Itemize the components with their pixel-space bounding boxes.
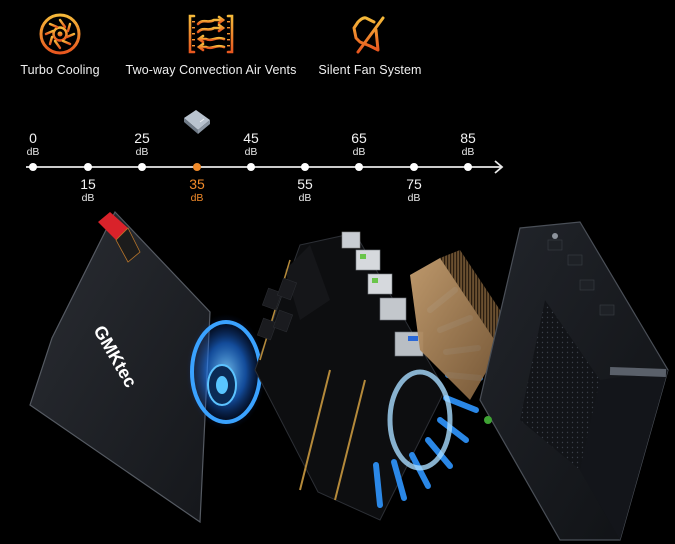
scale-tick: 65 dB xyxy=(339,131,379,158)
tick-value: 45 xyxy=(243,130,259,146)
scale-tick: 55 dB xyxy=(285,177,325,204)
tick-unit: dB xyxy=(135,146,149,158)
turbo-fan-icon xyxy=(39,13,81,55)
scale-dot-45 xyxy=(247,163,255,171)
feature-air-vents: Two-way Convection Air Vents xyxy=(116,12,306,77)
speaker-muted-icon xyxy=(352,16,385,54)
scale-dot-35-active xyxy=(193,163,201,171)
io-ports xyxy=(341,231,424,357)
tick-unit: dB xyxy=(244,146,258,158)
tick-value: 0 xyxy=(29,130,37,146)
tick-unit: dB xyxy=(81,192,95,204)
mini-pc-thumbnail-icon xyxy=(184,110,210,134)
scale-tick: 75 dB xyxy=(394,177,434,204)
scale-dot-0 xyxy=(29,163,37,171)
tick-value: 65 xyxy=(351,130,367,146)
tick-value: 25 xyxy=(134,130,150,146)
scale-tick: 15 dB xyxy=(68,177,108,204)
scale-dot-55 xyxy=(301,163,309,171)
fan-ring-glow xyxy=(387,369,453,471)
scale-axis-line xyxy=(26,160,504,174)
feature-label: Two-way Convection Air Vents xyxy=(125,63,297,77)
arrow-right-icon xyxy=(494,160,504,174)
chassis-case xyxy=(479,221,669,541)
tick-value: 15 xyxy=(80,176,96,192)
feature-silent-fan: Silent Fan System xyxy=(312,12,428,77)
exploded-product-view: GMKtec xyxy=(29,210,669,541)
scale-tick: 85 dB xyxy=(448,131,488,158)
tick-unit: dB xyxy=(26,146,40,158)
feature-turbo-cooling: Turbo Cooling xyxy=(14,12,106,77)
tick-unit: dB xyxy=(298,192,312,204)
tick-unit: dB xyxy=(407,192,421,204)
scale-dot-15 xyxy=(84,163,92,171)
tick-unit: dB xyxy=(190,192,204,204)
tick-value: 75 xyxy=(406,176,422,192)
scale-dot-75 xyxy=(410,163,418,171)
scale-dot-25 xyxy=(138,163,146,171)
feature-label: Silent Fan System xyxy=(318,63,422,77)
top-cover-panel: GMKtec xyxy=(29,210,211,524)
scale-dot-65 xyxy=(355,163,363,171)
noise-level-scale: 0 dB 15 dB 25 dB 35 dB 45 dB 55 dB 65 dB… xyxy=(0,0,675,210)
airflow-vents-icon xyxy=(188,14,234,54)
tick-value: 85 xyxy=(460,130,476,146)
tick-value: 35 xyxy=(189,176,205,192)
feature-label: Turbo Cooling xyxy=(20,63,100,77)
scale-tick: 0 dB xyxy=(13,131,53,158)
tick-unit: dB xyxy=(352,146,366,158)
tick-unit: dB xyxy=(461,146,475,158)
scale-dot-85 xyxy=(464,163,472,171)
scale-tick-active: 35 dB xyxy=(177,177,217,204)
scale-tick: 45 dB xyxy=(231,131,271,158)
scale-tick: 25 dB xyxy=(122,131,162,158)
tick-value: 55 xyxy=(297,176,313,192)
blue-fan-left xyxy=(186,314,266,430)
